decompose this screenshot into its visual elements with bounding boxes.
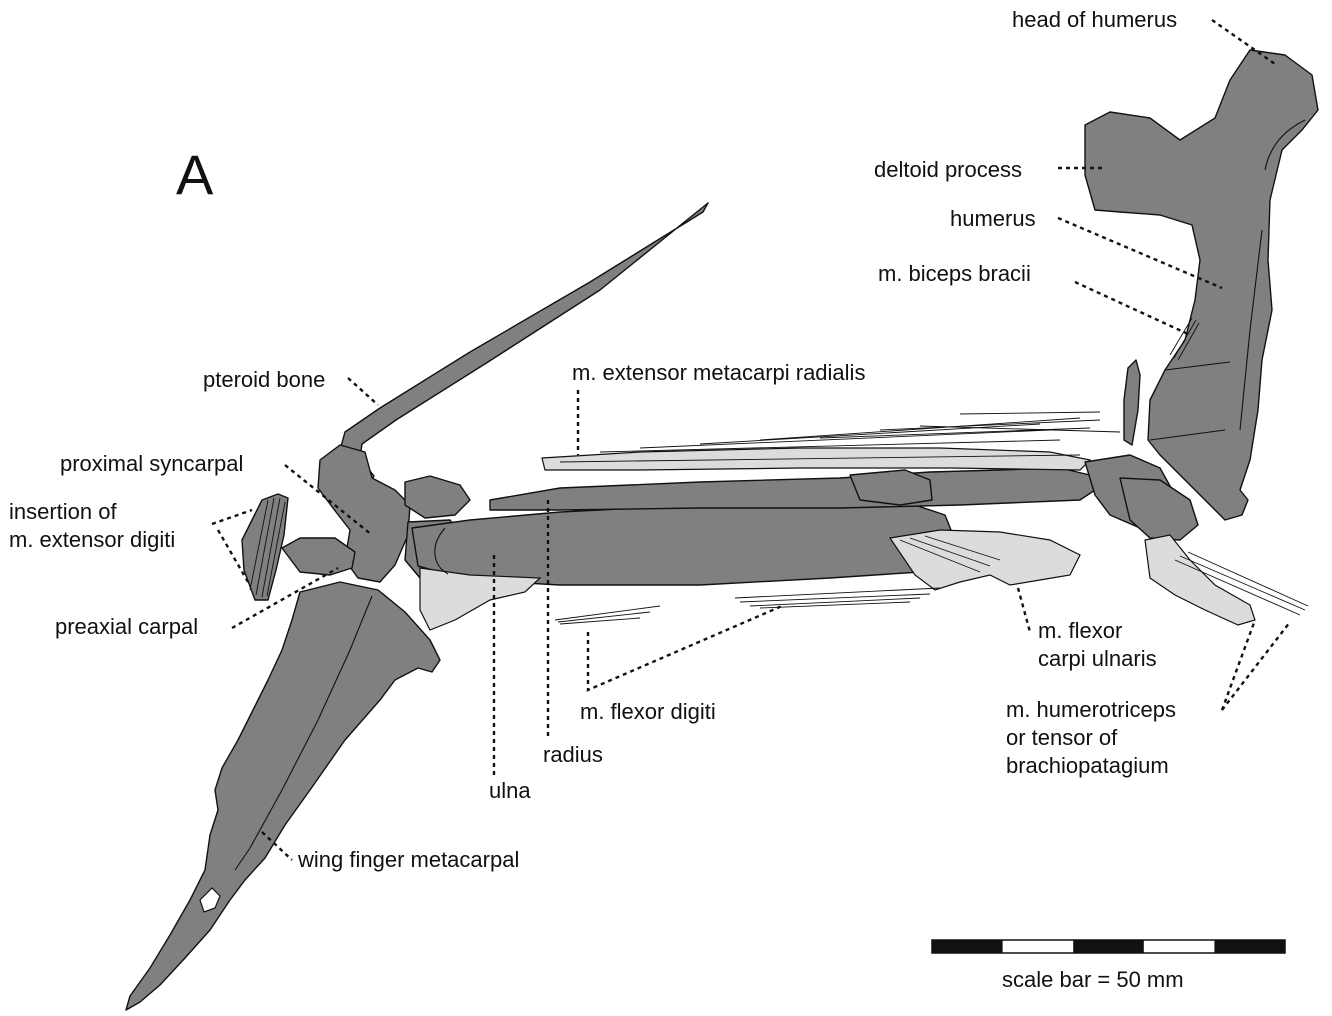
wing-finger-metacarpal-shape	[126, 582, 440, 1010]
label-radius: radius	[543, 742, 603, 767]
preaxial-carpal-shape	[282, 538, 355, 575]
olecranon-process	[1124, 360, 1140, 445]
elbow-carpal-cluster	[850, 470, 932, 505]
labels: A head of humerus deltoid process humeru…	[9, 7, 1177, 872]
label-insertion-line2: m. extensor digiti	[9, 527, 175, 552]
label-deltoid-process: deltoid process	[874, 157, 1022, 182]
leader-head-of-humerus	[1212, 20, 1275, 64]
leader-humerotriceps-1	[1222, 620, 1255, 710]
label-extensor-metacarpi: m. extensor metacarpi radialis	[572, 360, 865, 385]
label-humerotriceps-line3: brachiopatagium	[1006, 753, 1169, 778]
label-humerotriceps-line2: or tensor of	[1006, 725, 1118, 750]
label-humerotriceps-line1: m. humerotriceps	[1006, 697, 1176, 722]
pteroid-bone-shape	[340, 203, 708, 486]
scale-bar-segment	[1214, 940, 1285, 953]
radius-shape	[490, 468, 1095, 510]
label-humerus: humerus	[950, 206, 1036, 231]
humerotriceps-shape	[1145, 535, 1255, 625]
label-pteroid-bone: pteroid bone	[203, 367, 325, 392]
scale-bar: scale bar = 50 mm	[932, 940, 1285, 992]
leader-humerotriceps-2	[1222, 622, 1290, 710]
leader-pteroid	[348, 378, 378, 405]
label-preaxial-carpal: preaxial carpal	[55, 614, 198, 639]
label-proximal-syncarpal: proximal syncarpal	[60, 451, 243, 476]
label-flexor-carpi-line1: m. flexor	[1038, 618, 1122, 643]
scale-bar-segment	[932, 940, 1003, 953]
leader-insertion-1	[212, 510, 252, 524]
leader-flexor-digiti	[588, 606, 782, 690]
label-head-of-humerus: head of humerus	[1012, 7, 1177, 32]
flexor-digiti-fibers	[555, 588, 940, 624]
label-flexor-digiti: m. flexor digiti	[580, 699, 716, 724]
distal-carpal-shape	[405, 476, 470, 518]
scale-bar-segments	[932, 940, 1285, 953]
scale-bar-segment	[1073, 940, 1144, 953]
label-flexor-carpi-line2: carpi ulnaris	[1038, 646, 1157, 671]
label-wing-finger-metacarpal: wing finger metacarpal	[297, 847, 519, 872]
elbow-carpal-cluster-3	[1120, 478, 1198, 540]
label-biceps: m. biceps bracii	[878, 261, 1031, 286]
humerus-shape	[1085, 50, 1318, 520]
leader-biceps	[1075, 282, 1188, 334]
ulna-proximal-cartilage	[420, 568, 540, 630]
scale-bar-label: scale bar = 50 mm	[1002, 967, 1184, 992]
flexor-carpi-ulnaris-shape	[890, 530, 1080, 590]
label-ulna: ulna	[489, 778, 531, 803]
leader-flexor-carpi	[1018, 588, 1030, 632]
label-insertion-line1: insertion of	[9, 499, 118, 524]
panel-label: A	[176, 143, 214, 206]
